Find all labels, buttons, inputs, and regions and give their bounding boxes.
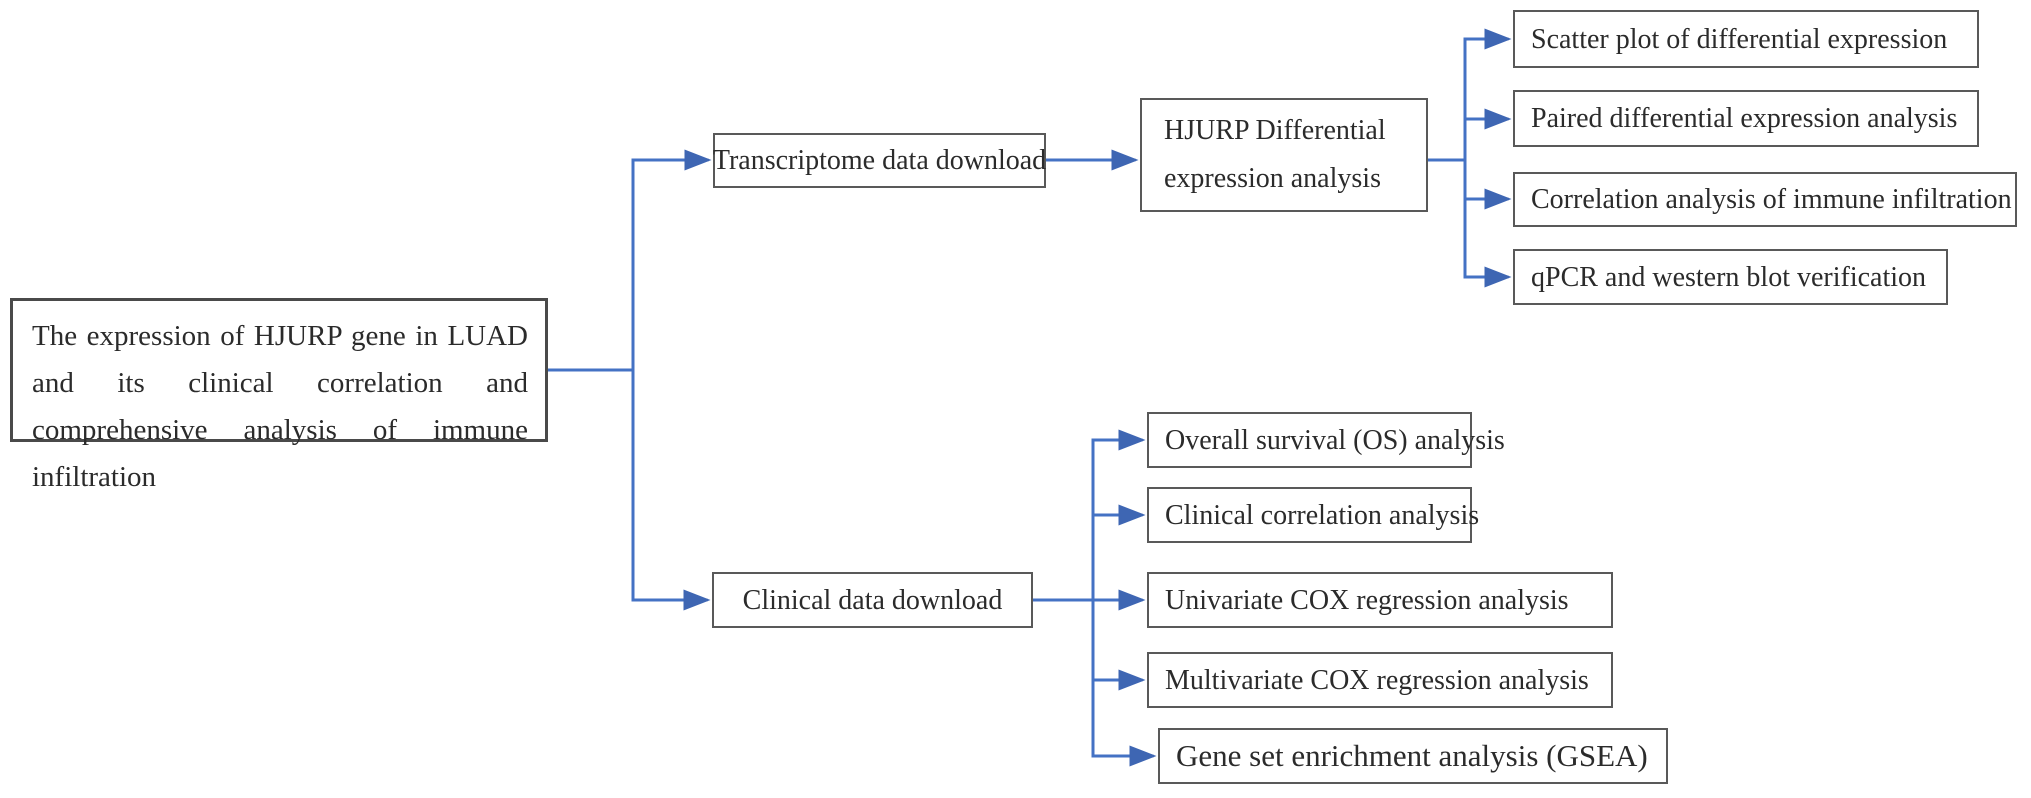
node-transcriptome-download: Transcriptome data download <box>713 133 1046 188</box>
node-immune-correlation: Correlation analysis of immune infiltrat… <box>1513 172 2017 227</box>
node-gsea: Gene set enrichment analysis (GSEA) <box>1158 728 1668 784</box>
node-clinical-correlation: Clinical correlation analysis <box>1147 487 1479 543</box>
node-multivariate-cox: Multivariate COX regression analysis <box>1147 652 1613 708</box>
node-paired-analysis: Paired differential expression analysis <box>1513 90 1979 147</box>
node-overall-survival: Overall survival (OS) analysis <box>1147 412 1505 468</box>
node-scatter-plot: Scatter plot of differential expression <box>1513 10 1979 68</box>
node-qpcr-verification: qPCR and western blot verification <box>1513 249 1948 305</box>
node-hjurp-differential: HJURP Differential expression analysis <box>1140 98 1428 212</box>
node-univariate-cox: Univariate COX regression analysis <box>1147 572 1613 628</box>
node-root: The expression of HJURP gene in LUAD and… <box>10 298 548 493</box>
node-clinical-download: Clinical data download <box>712 572 1033 628</box>
